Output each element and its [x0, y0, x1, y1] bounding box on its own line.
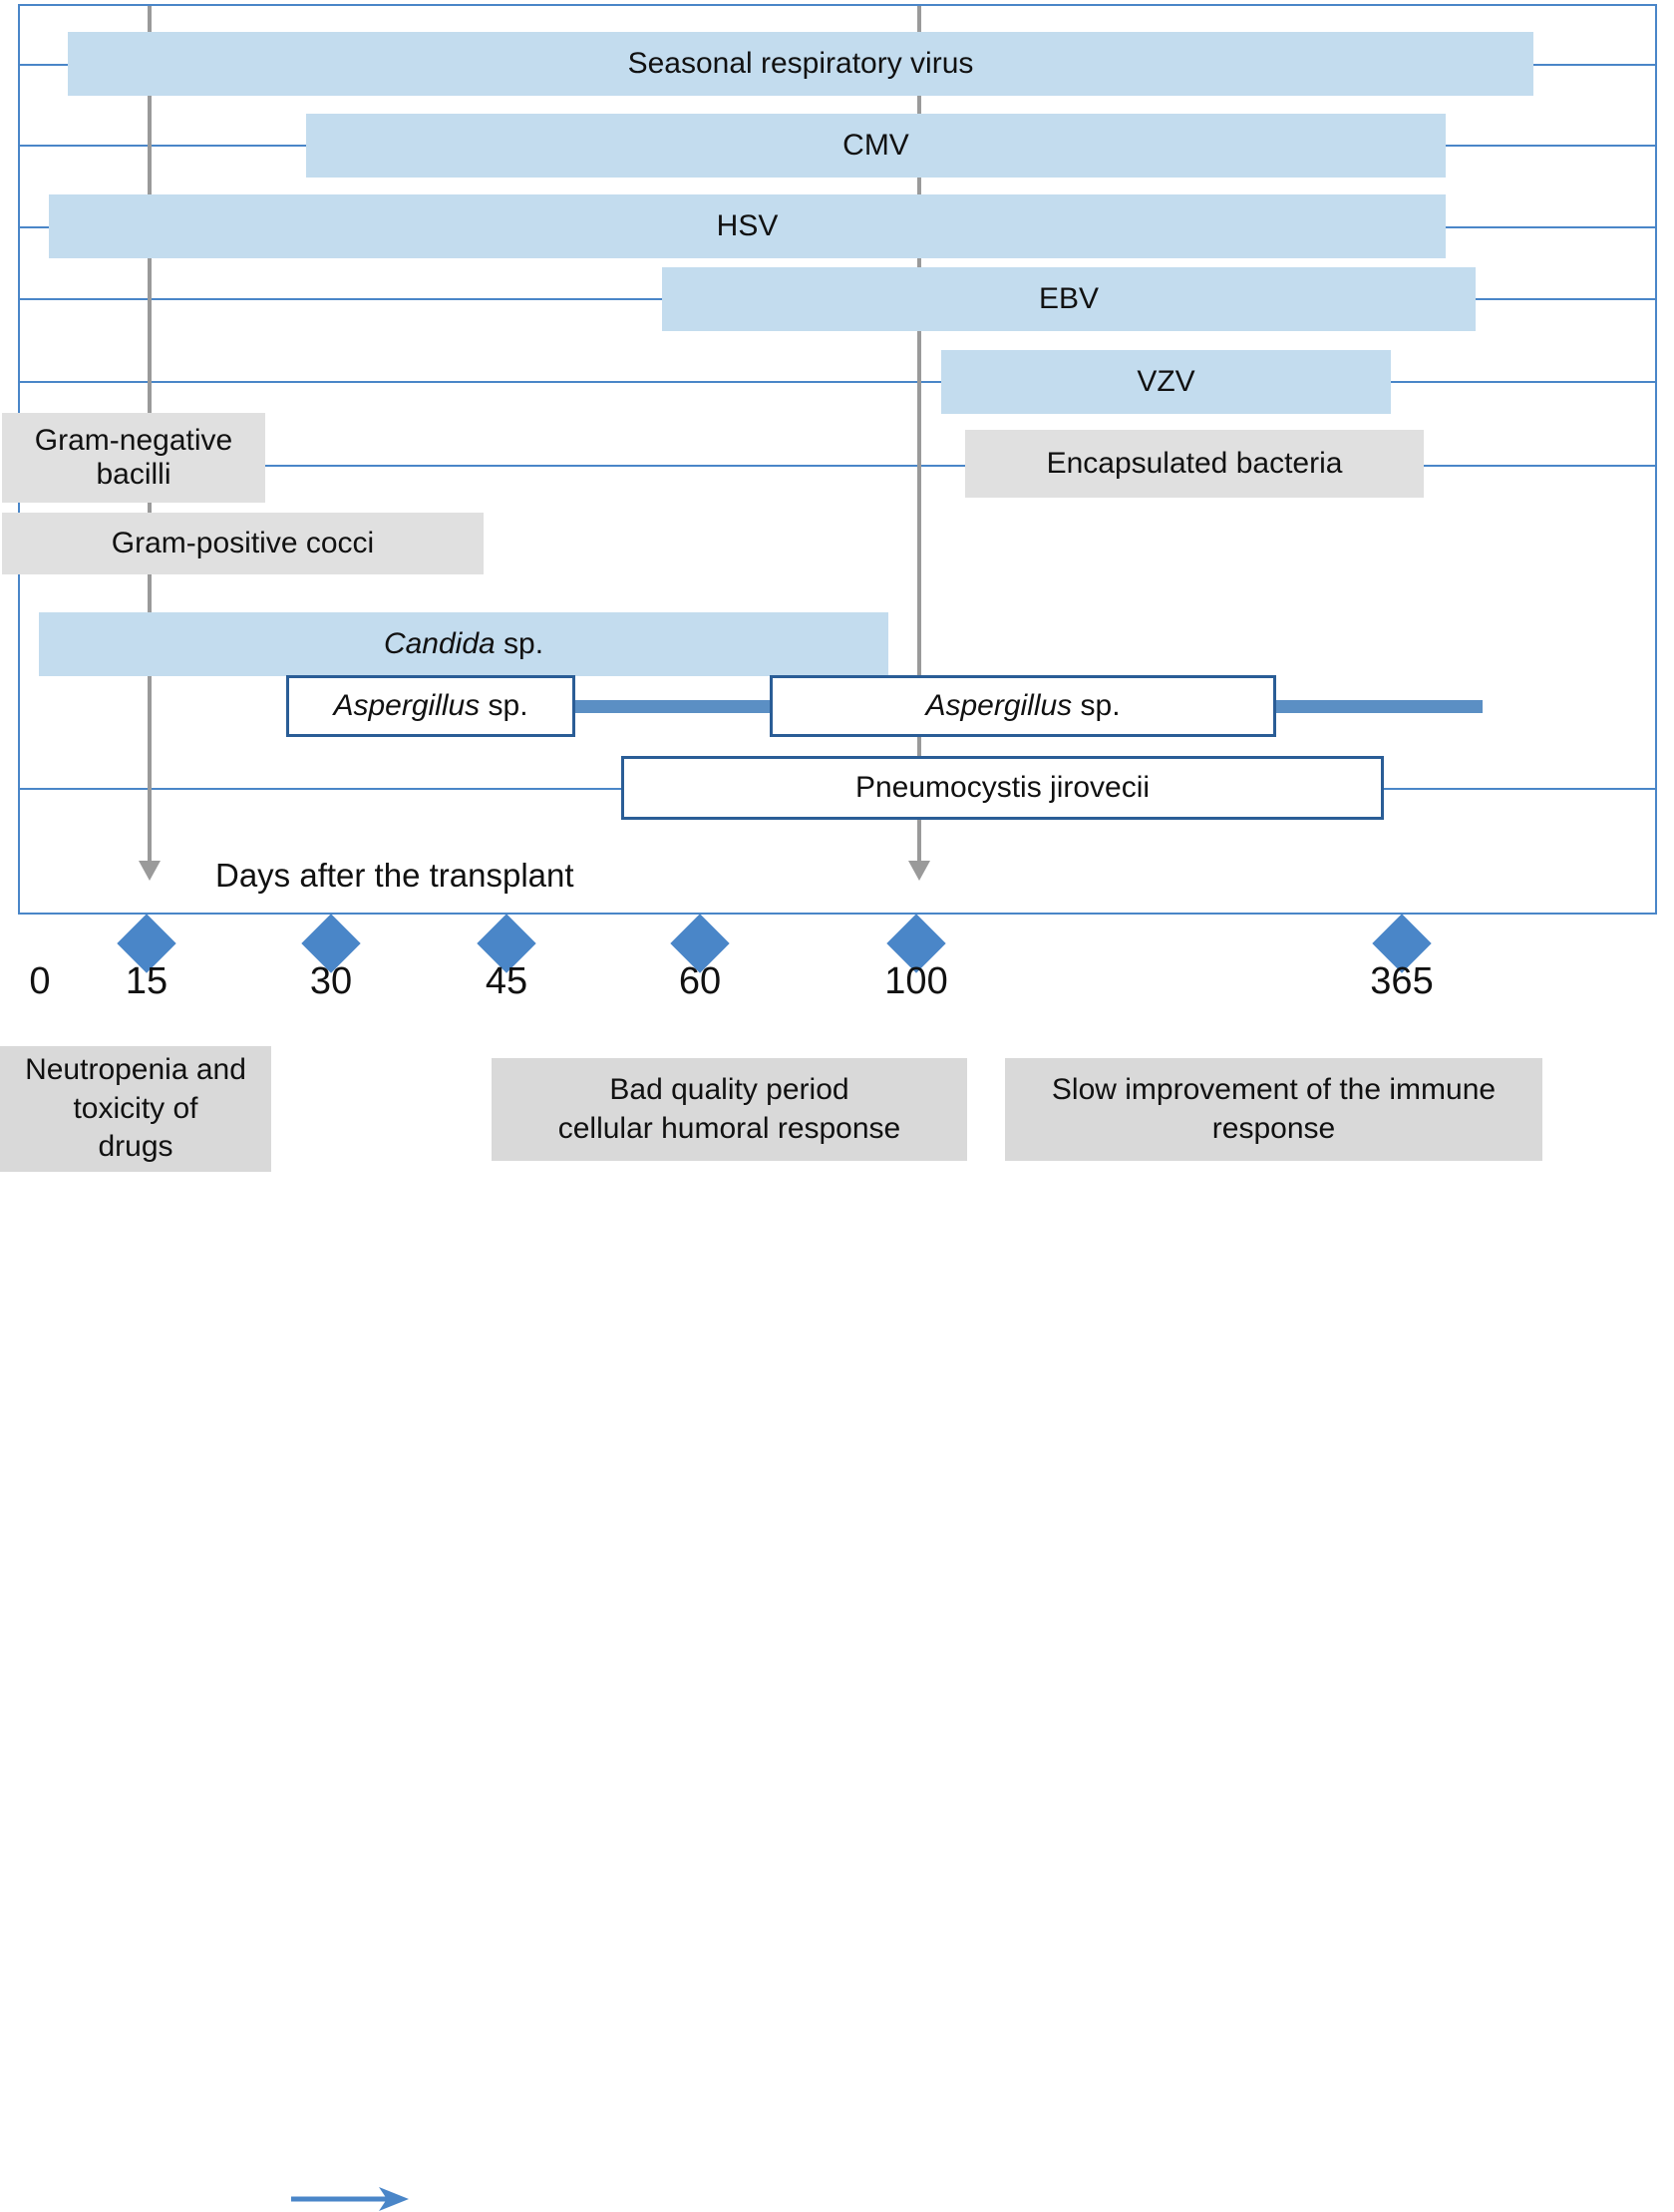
timeline-bar-vzv[interactable]: VZV	[941, 350, 1391, 414]
legend-neutropenia-and-toxicity-of-drugs[interactable]: Neutropenia and toxicity of drugs	[0, 1046, 271, 1172]
axis-tick-label-row: 0 15 30 45 60 100 365	[0, 960, 1674, 1016]
legend-text: Neutropenia and toxicity of drugs	[25, 1053, 246, 1164]
legend-text: Bad quality period cellular humoral resp…	[557, 1073, 901, 1145]
bar-label: Candida sp.	[384, 627, 543, 661]
bar-label: Seasonal respiratory virus	[627, 47, 974, 81]
timeline-box-pneumocystis-jirovecii[interactable]: Pneumocystis jirovecii	[621, 756, 1384, 820]
timeline-bar-ebv[interactable]: EBV	[662, 267, 1476, 331]
timeline-bar-encapsulated-bacteria[interactable]: Encapsulated bacteria	[965, 430, 1424, 498]
axis-tick-365: 365	[1370, 960, 1434, 1002]
timeline-bar-candida-sp[interactable]: Candida sp.	[39, 612, 888, 676]
bar-label: Pneumocystis jirovecii	[854, 771, 1151, 805]
gridline	[20, 381, 1655, 383]
axis-tick-30: 30	[309, 960, 353, 1002]
bar-label: EBV	[1038, 282, 1100, 316]
bar-label: Encapsulated bacteria	[1046, 447, 1343, 481]
bar-label: Gram-negative bacilli	[34, 424, 233, 491]
legend-bad-quality-period[interactable]: Bad quality period cellular humoral resp…	[492, 1058, 967, 1161]
bar-label: CMV	[842, 129, 909, 163]
aspergillus-connector-late	[1266, 700, 1483, 713]
axis-caption: Days after the transplant	[215, 857, 574, 894]
candida-species: sp.	[495, 627, 544, 661]
timeline-box-aspergillus-sp-early[interactable]: Aspergillus sp.	[286, 675, 575, 737]
timeline-bar-seasonal-respiratory-virus[interactable]: Seasonal respiratory virus	[68, 32, 1533, 96]
infection-timeline-chart: Seasonal respiratory virus CMV HSV EBV V…	[2, 4, 1657, 915]
candida-genus: Candida	[383, 627, 496, 661]
axis-tick-60: 60	[678, 960, 722, 1002]
timeline-bar-hsv[interactable]: HSV	[49, 194, 1446, 258]
aspergillus-species: sp.	[480, 689, 528, 723]
bar-label: VZV	[1137, 365, 1195, 399]
arrow-head-icon	[908, 861, 930, 881]
timeline-bar-cmv[interactable]: CMV	[306, 114, 1446, 178]
axis-tick-0: 0	[29, 960, 51, 1002]
bar-label: HSV	[716, 209, 779, 243]
bar-label: Aspergillus sp.	[333, 689, 527, 723]
timeline-bar-gram-positive-cocci[interactable]: Gram-positive cocci	[2, 513, 484, 574]
bad-quality-phase-arrow	[908, 6, 930, 881]
axis-tick-15: 15	[125, 960, 168, 1002]
axis-tick-100: 100	[884, 960, 948, 1002]
phase-transition-arrow-icon	[291, 2187, 409, 2211]
legend-text: Slow improvement of the immune response	[1051, 1073, 1497, 1145]
aspergillus-species: sp.	[1072, 689, 1121, 723]
gridline	[20, 465, 1655, 467]
aspergillus-genus: Aspergillus	[333, 689, 481, 723]
bar-label: Aspergillus sp.	[925, 689, 1120, 723]
bar-label: Gram-positive cocci	[111, 527, 375, 560]
axis-tick-45: 45	[485, 960, 528, 1002]
timeline-bar-gram-negative-bacilli[interactable]: Gram-negative bacilli	[2, 413, 265, 503]
legend-slow-improvement[interactable]: Slow improvement of the immune response	[1005, 1058, 1542, 1161]
aspergillus-genus: Aspergillus	[925, 689, 1073, 723]
aspergillus-connector-early	[566, 700, 806, 713]
arrow-head-icon	[139, 861, 161, 881]
phase-legend: Neutropenia and toxicity of drugs Bad qu…	[0, 1041, 1674, 2211]
timeline-box-aspergillus-sp-late[interactable]: Aspergillus sp.	[770, 675, 1276, 737]
